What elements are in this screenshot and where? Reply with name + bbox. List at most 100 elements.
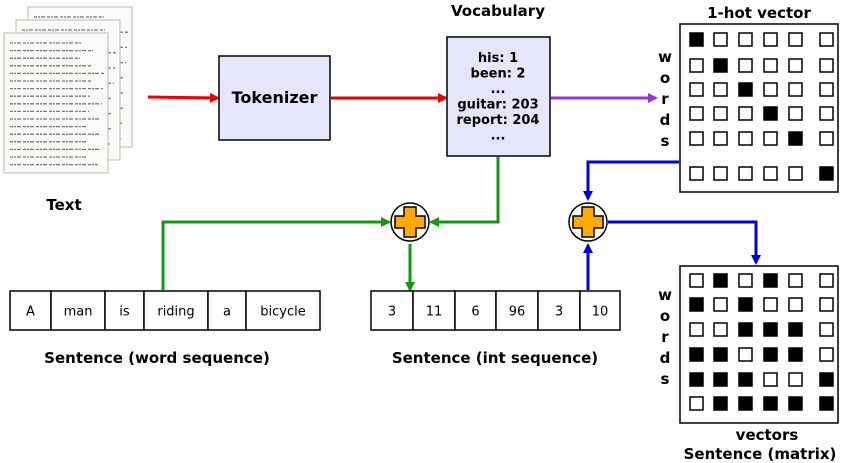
matrix-cell-empty bbox=[763, 131, 778, 146]
matrix-cell-empty bbox=[763, 166, 778, 181]
tokenizer-box: Tokenizer bbox=[218, 55, 331, 141]
sentence-matrix-title-line2: Sentence (matrix) bbox=[684, 445, 837, 463]
int-cell: 11 bbox=[412, 290, 456, 331]
side-label-letter: w bbox=[658, 48, 672, 66]
matrix-cell-filled bbox=[689, 297, 704, 312]
matrix-cell-empty bbox=[788, 58, 803, 73]
matrix-cell-empty bbox=[738, 347, 753, 362]
int-cell: 10 bbox=[579, 290, 621, 331]
matrix-cell-filled bbox=[689, 372, 704, 387]
word-cell: a bbox=[207, 290, 247, 331]
matrix-cell-empty bbox=[738, 131, 753, 146]
vocabulary-entry: his: 1 bbox=[478, 51, 518, 66]
matrix-cell-empty bbox=[819, 131, 834, 146]
tokenizer-label: Tokenizer bbox=[232, 88, 318, 107]
int-cell-text: 10 bbox=[592, 305, 609, 320]
side-label-letter: o bbox=[660, 69, 670, 87]
vocabulary-entry: report: 204 bbox=[457, 113, 540, 128]
side-label-letter: w bbox=[658, 286, 672, 304]
matrix-cell-empty bbox=[763, 32, 778, 47]
matrix-cell-filled bbox=[763, 273, 778, 288]
matrix-cell-filled bbox=[713, 58, 728, 73]
matrix-cell-empty bbox=[738, 166, 753, 181]
matrix-cell-empty bbox=[738, 32, 753, 47]
matrix-cell-empty bbox=[788, 106, 803, 121]
matrix-cell-empty bbox=[819, 322, 834, 337]
word-cell-text: riding bbox=[157, 305, 194, 320]
matrix-cell-empty bbox=[788, 297, 803, 312]
matrix-cell-empty bbox=[738, 273, 753, 288]
matrix-cell-empty bbox=[819, 32, 834, 47]
matrix-cell-empty bbox=[689, 106, 704, 121]
matrix-cell-empty bbox=[713, 166, 728, 181]
word-cell-text: bicycle bbox=[260, 305, 305, 320]
matrix-cell-filled bbox=[713, 396, 728, 411]
int-cell: 6 bbox=[454, 290, 497, 331]
int-cell: 3 bbox=[370, 290, 414, 331]
matrix-cell-filled bbox=[819, 372, 834, 387]
matrix-cell-filled bbox=[788, 131, 803, 146]
side-label-letter: s bbox=[661, 132, 670, 150]
onehot-title: 1-hot vector bbox=[707, 4, 811, 22]
matrix-cell-filled bbox=[738, 322, 753, 337]
side-label-letter: d bbox=[660, 111, 671, 129]
int-cell-text: 3 bbox=[388, 305, 396, 320]
word-cell: man bbox=[50, 290, 106, 331]
matrix-cell-filled bbox=[788, 347, 803, 362]
matrix-cell-empty bbox=[788, 372, 803, 387]
matrix-cell-empty bbox=[819, 106, 834, 121]
combine-operator-left bbox=[390, 202, 430, 242]
side-label-letter: r bbox=[661, 90, 669, 108]
arrow-text-to-tokenizer bbox=[147, 92, 220, 103]
matrix-cell-empty bbox=[763, 58, 778, 73]
combine-operator-right bbox=[568, 202, 608, 242]
int-cell-text: 11 bbox=[426, 305, 443, 320]
int-sequence: 3 11 6 96 3 10 bbox=[370, 290, 621, 331]
matrix-cell-empty bbox=[788, 166, 803, 181]
matrix-cell-empty bbox=[713, 82, 728, 97]
arrow-onehot-to-plus-right bbox=[583, 160, 679, 201]
matrix-cell-empty bbox=[713, 131, 728, 146]
vocabulary-entry: ... bbox=[491, 82, 506, 97]
matrix-cell-filled bbox=[788, 322, 803, 337]
matrix-cell-filled bbox=[738, 372, 753, 387]
matrix-cell-empty bbox=[763, 297, 778, 312]
text-label: Text bbox=[46, 196, 81, 214]
matrix-cell-empty bbox=[738, 58, 753, 73]
arrow-vocabulary-to-plus-left bbox=[429, 157, 500, 227]
matrix-cell-filled bbox=[763, 106, 778, 121]
matrix-cell-empty bbox=[713, 297, 728, 312]
matrix-cell-filled bbox=[713, 372, 728, 387]
side-label-letter: r bbox=[661, 328, 669, 346]
matrix-cell-filled bbox=[738, 82, 753, 97]
side-label-letter: d bbox=[660, 349, 671, 367]
matrix-cell-empty bbox=[689, 58, 704, 73]
matrix-cell-filled bbox=[713, 273, 728, 288]
int-cell-text: 3 bbox=[555, 305, 563, 320]
matrix-cell-empty bbox=[819, 58, 834, 73]
matrix-cell-empty bbox=[689, 82, 704, 97]
word-cell-text: A bbox=[26, 305, 35, 320]
matrix-cell-empty bbox=[819, 82, 834, 97]
matrix-cell-filled bbox=[713, 347, 728, 362]
matrix-cell-empty bbox=[763, 82, 778, 97]
arrow-plus-right-to-matrix bbox=[608, 220, 761, 265]
word-cell: bicycle bbox=[245, 290, 321, 331]
document-page bbox=[3, 32, 109, 174]
matrix-cell-empty bbox=[788, 82, 803, 97]
matrix-cell-empty bbox=[689, 396, 704, 411]
vocabulary-entry: guitar: 203 bbox=[457, 98, 538, 113]
matrix-cell-filled bbox=[689, 32, 704, 47]
matrix-cell-empty bbox=[713, 106, 728, 121]
vocabulary-entry: ... bbox=[491, 129, 506, 144]
side-label-letter: s bbox=[661, 370, 670, 388]
side-label-letter: o bbox=[660, 307, 670, 325]
int-cell-text: 96 bbox=[509, 305, 526, 320]
vocabulary-title: Vocabulary bbox=[451, 2, 545, 20]
word-cell: A bbox=[9, 290, 52, 331]
arrow-words-to-plus-left bbox=[161, 217, 391, 290]
matrix-cell-empty bbox=[788, 273, 803, 288]
matrix-cell-filled bbox=[788, 396, 803, 411]
